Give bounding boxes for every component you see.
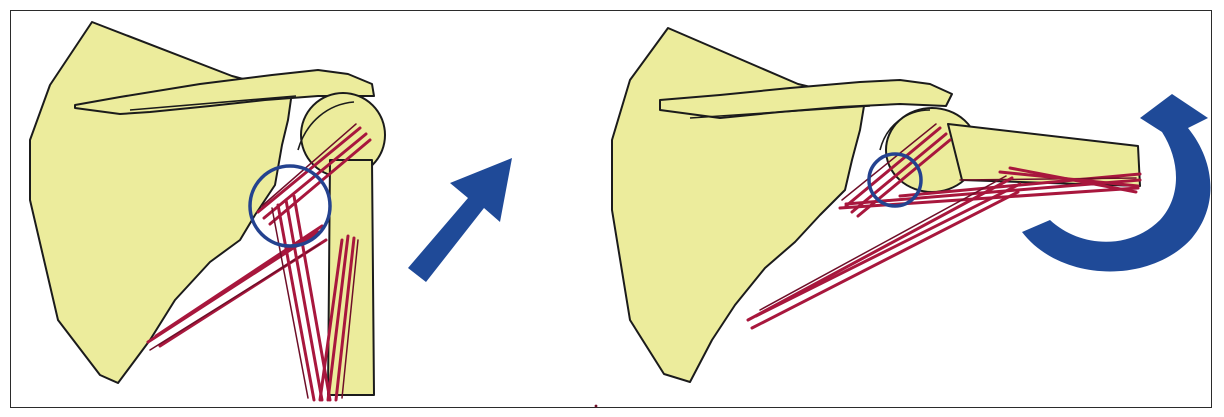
right-scapula [612,28,865,382]
speck-mark [595,405,598,408]
left-panel [30,22,385,400]
straight-arrow-icon [408,158,512,282]
right-panel [612,28,1140,382]
left-scapula [30,22,292,383]
